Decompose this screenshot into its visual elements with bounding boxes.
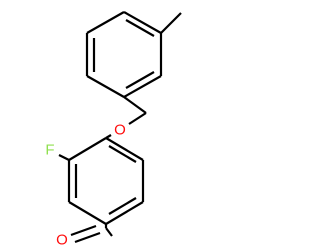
bond	[123, 75, 162, 98]
bond	[105, 137, 144, 161]
fluorine-label: F	[45, 142, 54, 159]
bond	[68, 137, 107, 161]
benzyl-bond	[123, 96, 147, 114]
double-bond-inner	[108, 145, 137, 163]
carbonyl-oxygen-label: O	[56, 232, 68, 249]
lower-benzene-ring	[67, 137, 145, 225]
double-bond-inner	[125, 71, 155, 89]
acetyl-bond	[105, 227, 113, 237]
carbonyl-double-bond	[74, 231, 101, 244]
bond	[68, 201, 107, 225]
methyl-bond	[160, 12, 182, 34]
chemical-structure-diagram: F O O	[45, 11, 182, 249]
bond	[105, 201, 144, 225]
upper-benzene-ring	[85, 11, 163, 98]
bond	[86, 75, 125, 98]
carbonyl-double-bond	[70, 224, 97, 237]
bond	[123, 11, 162, 34]
ether-bond	[128, 112, 147, 125]
bond	[86, 11, 125, 34]
double-bond-inner	[125, 19, 155, 37]
ether-oxygen-label: O	[114, 122, 126, 139]
fluorine-bond	[58, 154, 70, 161]
double-bond-inner	[108, 197, 137, 215]
